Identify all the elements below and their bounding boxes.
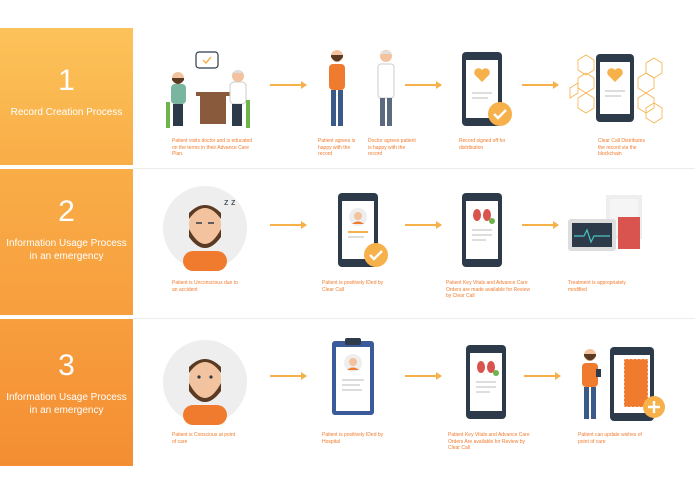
row-separator	[133, 168, 695, 169]
row-3-number: 3	[58, 349, 75, 382]
row-2-caption-1: Patient is Unconscious due to an acciden…	[172, 280, 238, 293]
patient-with-phone-plus-illustration	[582, 347, 665, 421]
doctor-consultation-illustration	[166, 51, 250, 128]
phone-heart-check-illustration	[462, 52, 512, 126]
arrow-right-icon	[270, 221, 307, 229]
arrow-right-icon	[405, 372, 442, 380]
arrow-right-icon	[522, 221, 559, 229]
row-3-title: Information Usage Process in an emergenc…	[6, 392, 127, 416]
arrow-right-icon	[270, 81, 307, 89]
row-1-caption-1: Patient visits doctor and is educated on…	[172, 138, 253, 157]
row-2-caption-4: Treatment is appropriately modified	[568, 280, 626, 293]
row-2-caption-2: Patient is positively IDed by Clear Call	[322, 280, 384, 293]
process-row-1: 1 Record Creation Process Patient visits…	[0, 28, 695, 165]
process-row-2: 2 Information Usage Process in an emerge…	[0, 169, 695, 315]
arrow-right-icon	[524, 372, 561, 380]
doctor-illustration	[377, 50, 395, 126]
svg-text:z z: z z	[224, 197, 236, 207]
clipboard-patient-id-illustration	[332, 338, 374, 415]
arrow-right-icon	[405, 81, 442, 89]
row-3-caption-3: Patient Key Vitals and Advance Care Orde…	[448, 432, 530, 451]
row-1-caption-2: Patient agrees is happy with the record	[318, 138, 356, 157]
blockchain-hexagon-illustration	[569, 54, 663, 124]
arrow-right-icon	[270, 372, 307, 380]
phone-patient-id-check-illustration	[338, 193, 388, 267]
row-1-caption-4: Record signed off for distribution	[459, 138, 506, 151]
row-3-caption-4: Patient can update wishes of point of ca…	[578, 432, 642, 445]
row-3-caption-2: Patient is positively IDed by Hospital	[322, 432, 384, 445]
row-separator	[133, 318, 695, 319]
row-1-number: 1	[58, 64, 75, 97]
row-1-caption-5: Clear Call Distributes the record via th…	[598, 138, 645, 157]
patient-face-icon	[163, 340, 247, 425]
patient-illustration	[329, 50, 345, 126]
row-3-caption-1: Patient is Conscious at point of care	[172, 432, 236, 445]
row-3-side-panel: 3 Information Usage Process in an emerge…	[0, 319, 133, 466]
arrow-right-icon	[522, 81, 559, 89]
arrow-right-icon	[405, 221, 442, 229]
row-2-caption-3: Patient Key Vitals and Advance Care Orde…	[446, 280, 530, 299]
row-1-title: Record Creation Process	[10, 107, 123, 118]
sleeping-patient-face-icon: z z	[163, 186, 247, 271]
row-2-number: 2	[58, 195, 75, 228]
row-1-caption-3: Doctor agrees patient is happy with the …	[368, 138, 416, 157]
phone-kidneys-illustration	[466, 345, 506, 419]
row-1-side-panel: 1 Record Creation Process	[0, 28, 133, 165]
hospital-monitor-illustration	[568, 195, 642, 251]
row-2-title: Information Usage Process in an emergenc…	[6, 238, 127, 262]
row-2-side-panel: 2 Information Usage Process in an emerge…	[0, 169, 133, 315]
process-row-3: 3 Information Usage Process in an emerge…	[0, 319, 695, 466]
phone-kidneys-illustration	[462, 193, 502, 267]
